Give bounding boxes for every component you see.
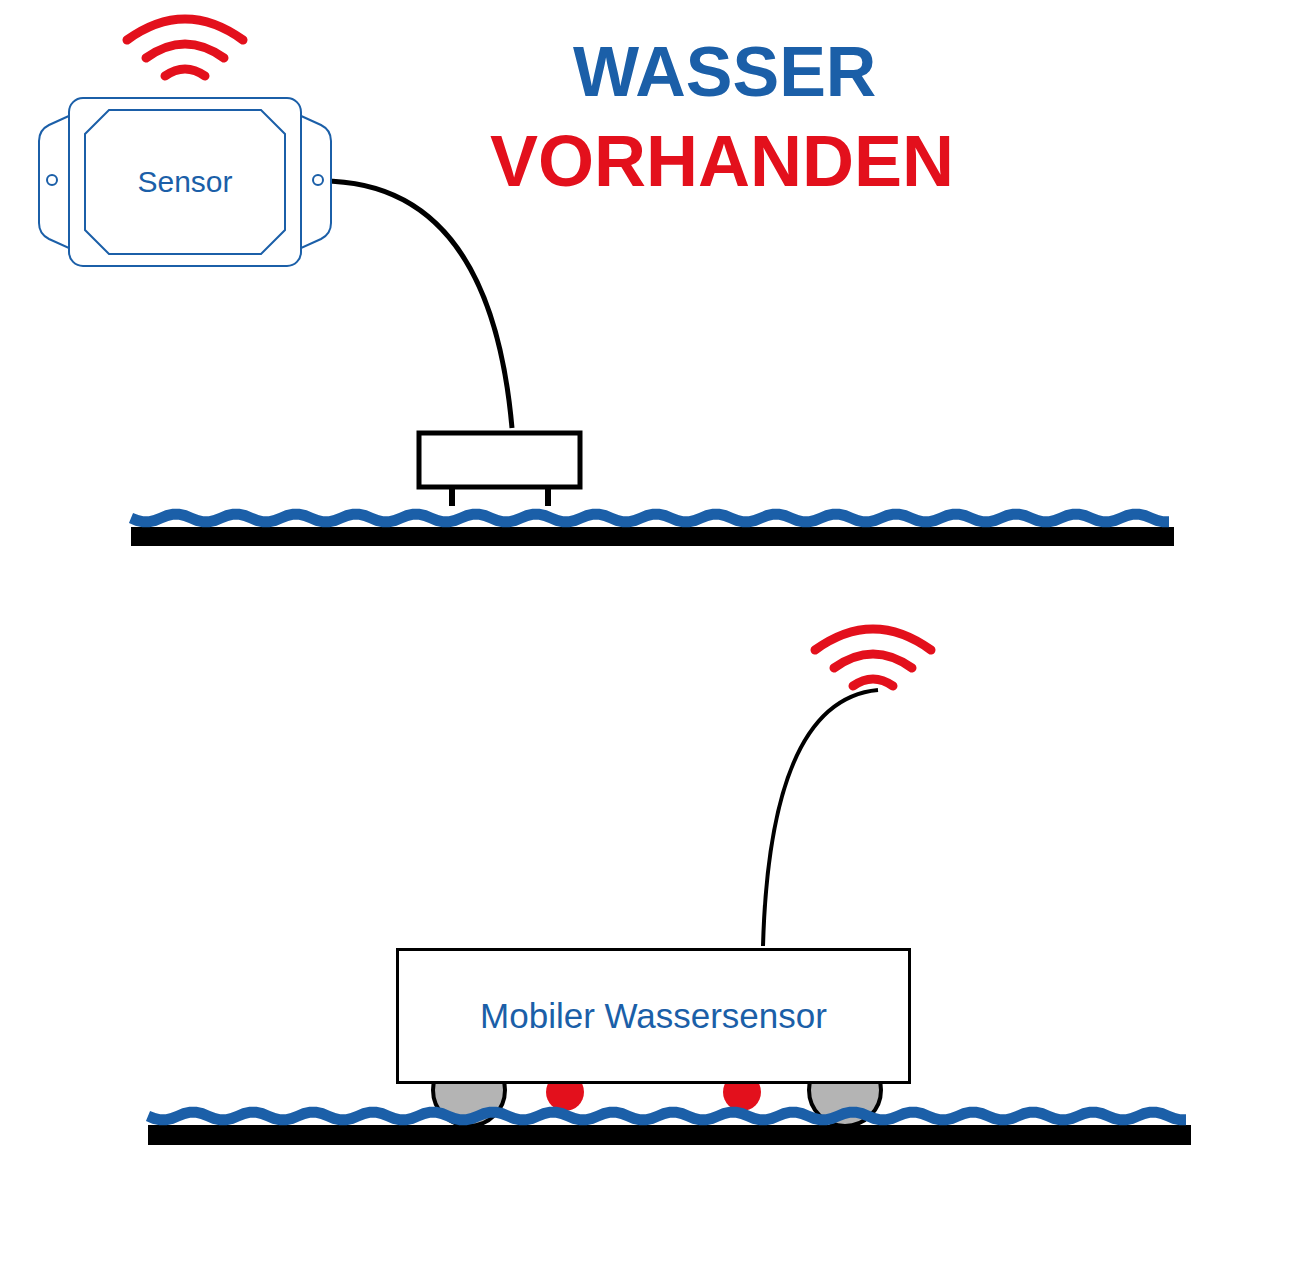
heading: VORHANDEN bbox=[490, 120, 954, 202]
probe bbox=[419, 433, 580, 506]
floor bbox=[131, 527, 1174, 546]
sensor-housing: Sensor bbox=[37, 97, 333, 267]
sensor-box: Mobiler Wassersensor bbox=[396, 948, 911, 1084]
wifi-symbol bbox=[127, 19, 243, 76]
floor bbox=[148, 1125, 1191, 1145]
heading: WASSER bbox=[573, 32, 876, 112]
antenna bbox=[763, 690, 878, 946]
wifi-symbol bbox=[815, 629, 931, 686]
node-label: Sensor bbox=[137, 165, 232, 199]
water-wave bbox=[148, 1112, 1186, 1120]
cable bbox=[320, 181, 512, 428]
water-wave bbox=[131, 514, 1169, 522]
node-label: Mobiler Wassersensor bbox=[480, 996, 827, 1036]
